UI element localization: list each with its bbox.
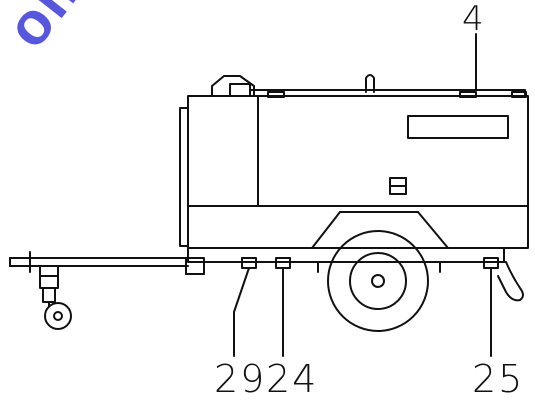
main-wheel bbox=[327, 230, 429, 332]
tow-bar bbox=[9, 251, 189, 273]
canopy-body bbox=[179, 89, 529, 249]
callout-25: 25 bbox=[472, 357, 525, 401]
callout-29: 29 bbox=[214, 357, 267, 401]
top-fittings bbox=[211, 74, 527, 98]
callout-24: 24 bbox=[266, 357, 319, 401]
service-panel bbox=[389, 115, 509, 195]
callout-4: 4 bbox=[462, 0, 486, 39]
rear-hook bbox=[497, 261, 524, 302]
part-25 bbox=[483, 257, 499, 357]
jockey-wheel bbox=[39, 265, 72, 330]
chassis bbox=[185, 211, 505, 275]
part-24 bbox=[275, 257, 291, 357]
part-29 bbox=[233, 257, 257, 357]
